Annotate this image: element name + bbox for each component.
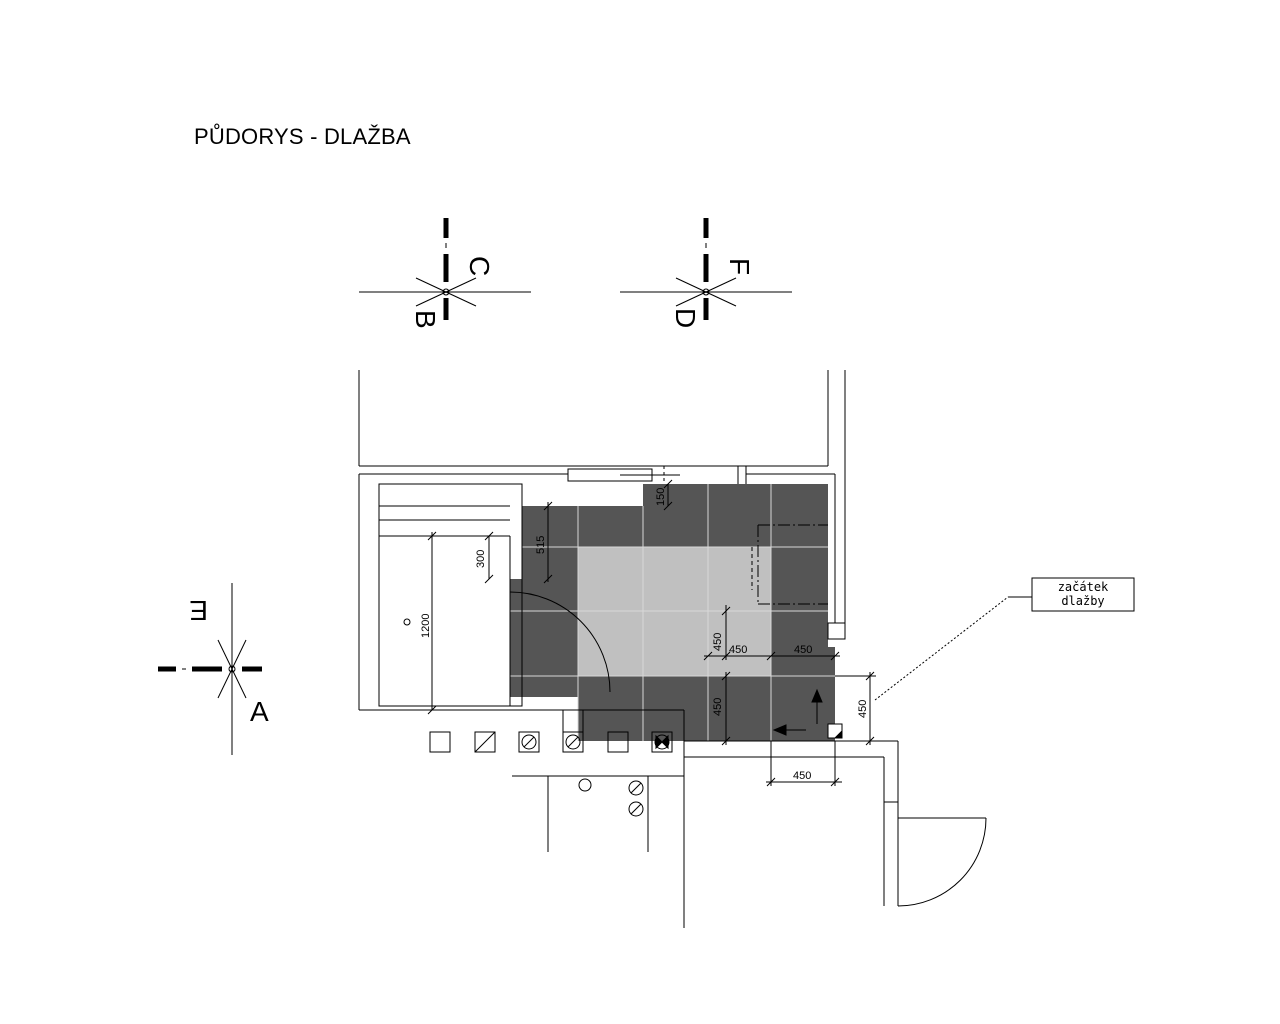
section-marker-df bbox=[620, 218, 792, 320]
section-marker-bc bbox=[359, 218, 531, 320]
callout-line2: dlažby bbox=[1061, 594, 1104, 608]
tile-area bbox=[510, 484, 835, 741]
dim-300: 300 bbox=[475, 550, 487, 568]
fixture-symbols bbox=[429, 709, 843, 817]
section-letter-b: B bbox=[410, 310, 441, 329]
dim-450-h-left: 450 bbox=[729, 644, 747, 656]
section-letter-d: D bbox=[670, 308, 701, 328]
dim-150: 150 bbox=[655, 488, 667, 506]
drawing-title: PŮDORYS - DLAŽBA bbox=[194, 124, 411, 149]
dim-450-v-right: 450 bbox=[857, 700, 869, 718]
dim-450-v-low: 450 bbox=[712, 698, 724, 716]
direction-arrows bbox=[772, 688, 823, 736]
dim-450-h-right: 450 bbox=[794, 644, 812, 656]
callout-line1: začátek bbox=[1058, 580, 1109, 594]
dim-515: 515 bbox=[535, 536, 547, 554]
dimension-lines bbox=[427, 479, 876, 787]
section-marker-ea bbox=[158, 583, 262, 755]
dim-450-v-mid: 450 bbox=[712, 633, 724, 651]
callout-leader bbox=[874, 596, 1009, 701]
section-letter-c: C bbox=[464, 256, 495, 276]
section-letter-f: F bbox=[724, 258, 755, 275]
dim-450-bottom: 450 bbox=[793, 770, 811, 782]
dim-1200: 1200 bbox=[420, 614, 432, 638]
section-letter-e: E bbox=[189, 595, 208, 626]
callout-box bbox=[1031, 577, 1135, 612]
walls bbox=[358, 370, 987, 928]
section-letter-a: A bbox=[250, 696, 269, 727]
